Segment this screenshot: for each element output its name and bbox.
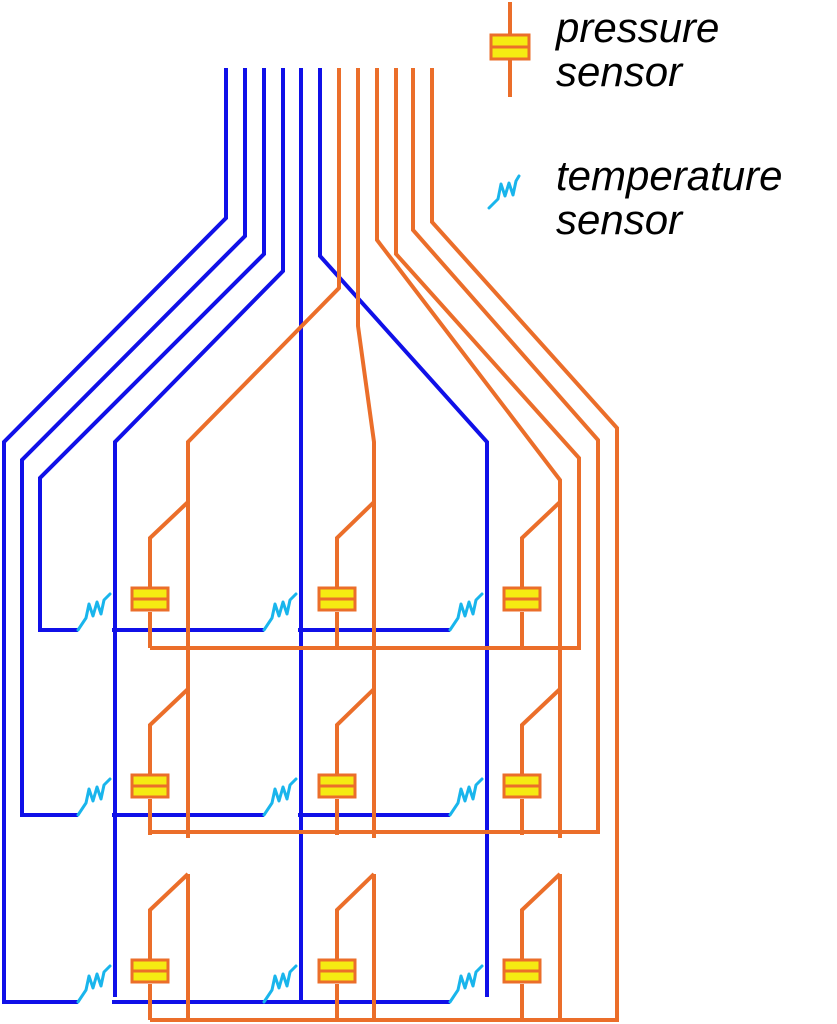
temperature-sensor — [262, 592, 298, 632]
pressure-sensors — [130, 586, 542, 984]
pressure-sensor-lead — [148, 872, 190, 960]
pressure-sensor — [502, 586, 542, 612]
pressure-bus-wire — [150, 68, 600, 834]
pressure-sensor-lead — [520, 500, 562, 588]
pressure-sensor-lead — [335, 687, 376, 775]
temperature-sensors — [76, 592, 484, 1004]
legend-pressure-label-line1: pressure — [554, 4, 719, 51]
pressure-wires — [148, 68, 619, 1022]
legend-thermistor-icon — [487, 174, 521, 210]
pressure-sensor — [130, 586, 170, 612]
legend-temperature-label-line2: sensor — [556, 196, 684, 243]
pressure-bus-wire — [150, 68, 581, 650]
temperature-bus-wire — [113, 68, 285, 997]
pressure-sensor-lead — [335, 872, 376, 960]
legend: pressure sensor temperature sensor — [487, 2, 782, 243]
pressure-sensor — [317, 958, 357, 984]
pressure-sensor-lead — [148, 687, 190, 775]
pressure-sensor — [502, 958, 542, 984]
temperature-sensor — [76, 592, 112, 632]
pressure-sensor-lead — [520, 687, 562, 775]
pressure-bus-wire — [150, 68, 619, 1022]
pressure-sensor-lead — [520, 872, 562, 960]
temperature-bus-wire — [38, 68, 266, 632]
temperature-sensor — [448, 964, 484, 1004]
pressure-sensor-lead — [335, 500, 376, 588]
legend-pressure-label-line2: sensor — [556, 48, 684, 95]
pressure-bus-wire — [356, 68, 376, 838]
temperature-sensor — [262, 964, 298, 1004]
temperature-sensor — [448, 592, 484, 632]
temperature-sensor — [76, 777, 112, 817]
pressure-sensor — [317, 773, 357, 799]
temperature-sensor — [448, 777, 484, 817]
temperature-sensor — [262, 777, 298, 817]
legend-pressure-icon — [489, 2, 531, 97]
temperature-bus-wire — [2, 68, 228, 1004]
temperature-bus-wire — [20, 68, 247, 817]
pressure-bus-wire — [375, 68, 562, 838]
pressure-sensor — [317, 586, 357, 612]
temperature-wires — [2, 68, 489, 1004]
pressure-sensor-lead — [148, 500, 190, 588]
pressure-sensor — [130, 773, 170, 799]
pressure-sensor — [502, 773, 542, 799]
temperature-bus-wire — [318, 68, 489, 997]
pressure-sensor — [130, 958, 170, 984]
legend-temperature-label-line1: temperature — [556, 152, 782, 199]
temperature-sensor — [76, 964, 112, 1004]
